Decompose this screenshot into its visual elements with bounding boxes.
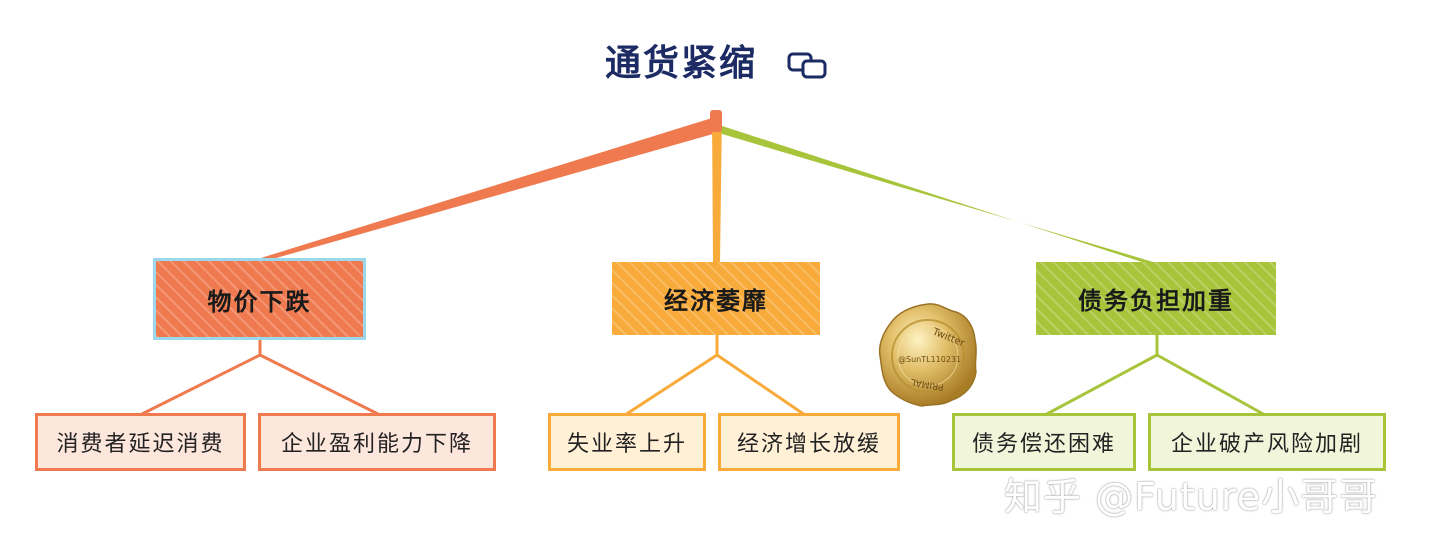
edge-amber-leaf-2	[716, 353, 806, 417]
root-title[interactable]: 通货紧缩	[605, 43, 758, 84]
leaf-label: 消费者延迟消费	[56, 432, 225, 457]
leaf-label: 债务偿还困难	[971, 432, 1116, 457]
leaf-consumer-delay[interactable]: 消费者延迟消费	[35, 413, 246, 471]
copy-icon[interactable]	[786, 50, 830, 80]
edge-amber-leaf-1	[624, 353, 718, 417]
wax-seal-icon: Twitter @SunTL110231 PRIMAL	[878, 303, 977, 407]
node-debt-burden[interactable]: 债务负担加重	[1036, 262, 1276, 335]
root-stub	[710, 110, 722, 132]
edge-root-green	[716, 124, 1160, 264]
leaf-label: 企业盈利能力下降	[280, 432, 473, 457]
edge-root-amber	[712, 112, 722, 262]
edge-green-leaf-1	[1044, 353, 1158, 417]
seal-text-2: @SunTL110231	[898, 355, 961, 364]
node-label: 经济萎靡	[664, 287, 768, 315]
leaf-unemployment-rise[interactable]: 失业率上升	[548, 413, 706, 471]
node-label: 物价下跌	[207, 287, 312, 316]
leaf-bankruptcy-risk[interactable]: 企业破产风险加剧	[1148, 413, 1386, 471]
leaf-label: 企业破产风险加剧	[1170, 432, 1363, 457]
node-economic-slump[interactable]: 经济萎靡	[612, 262, 820, 335]
leaf-label: 失业率上升	[566, 432, 687, 457]
edge-orange-leaf-1	[139, 353, 261, 417]
node-label: 债务负担加重	[1078, 287, 1234, 315]
edge-orange-leaf-2	[259, 353, 381, 417]
watermark: 知乎 @Future小哥哥	[1004, 475, 1379, 519]
leaf-label: 经济增长放缓	[736, 432, 881, 457]
edge-green-leaf-2	[1156, 353, 1266, 417]
leaf-repayment-difficulty[interactable]: 债务偿还困难	[952, 413, 1136, 471]
edge-root-orange	[248, 118, 720, 262]
leaf-growth-slowdown[interactable]: 经济增长放缓	[718, 413, 900, 471]
leaf-profit-decline[interactable]: 企业盈利能力下降	[258, 413, 496, 471]
node-price-drop[interactable]: 物价下跌	[153, 258, 366, 340]
